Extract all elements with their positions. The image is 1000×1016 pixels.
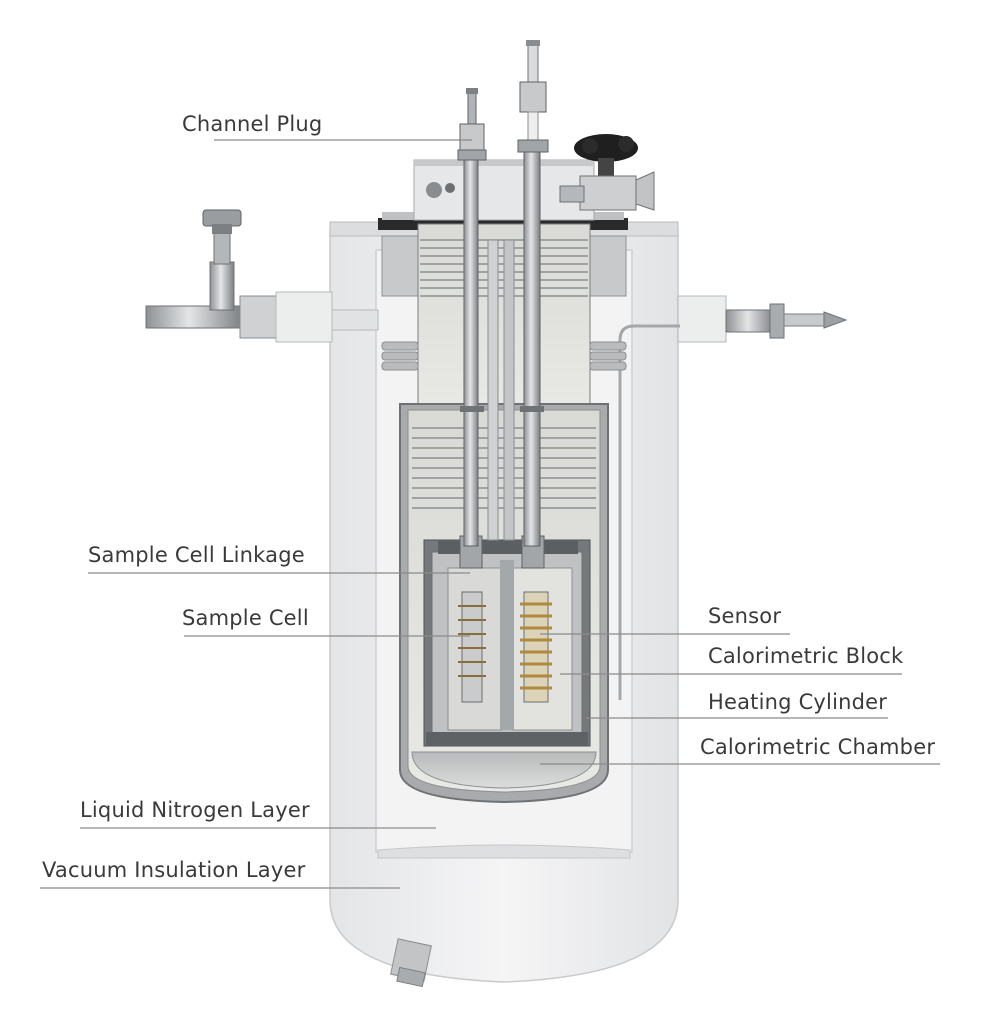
label-sample-cell: Sample Cell xyxy=(182,606,309,630)
valve-knob-icon xyxy=(559,134,655,211)
channel-tubes xyxy=(460,145,544,547)
label-heating-cylinder: Heating Cylinder xyxy=(708,690,888,714)
bellows xyxy=(381,341,627,371)
left-side-port xyxy=(145,209,379,343)
right-side-port xyxy=(618,295,848,700)
label-sample-cell-linkage: Sample Cell Linkage xyxy=(88,543,305,567)
label-calorimetric-chamber: Calorimetric Chamber xyxy=(700,735,936,759)
drain-fitting-icon xyxy=(390,938,432,988)
sample-cell xyxy=(458,591,486,703)
channel-plug-right-icon xyxy=(517,40,549,153)
leader-lines xyxy=(40,139,940,889)
label-sensor: Sensor xyxy=(708,604,782,628)
label-vacuum-insulation-layer: Vacuum Insulation Layer xyxy=(42,858,306,882)
sensor xyxy=(520,591,552,703)
label-calorimetric-block: Calorimetric Block xyxy=(708,644,904,668)
label-liquid-nitrogen-layer: Liquid Nitrogen Layer xyxy=(80,798,310,822)
label-channel-plug: Channel Plug xyxy=(182,112,323,136)
channel-plug-icon xyxy=(457,88,487,161)
